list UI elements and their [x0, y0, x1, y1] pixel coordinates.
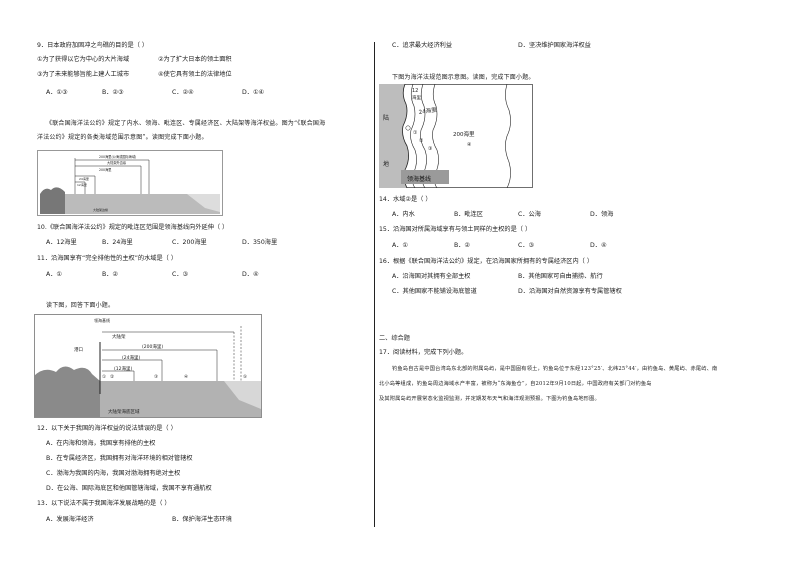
q16-stem: 16．根据《联合国海洋法公约》规定，在沿海国家所拥有的专属经济区内（ ） — [379, 258, 594, 265]
fig3-land-1: 陆 — [383, 114, 389, 122]
q16-choice-c: C．其他国家不能铺设海底管道 — [392, 288, 477, 295]
q14-choice-b: B．毗连区 — [454, 211, 483, 218]
fig3-12: 12 — [412, 88, 418, 94]
q17-passage-line-2: 北小岛等组成，钓鱼岛周边海域水产丰富，被称为“东海鱼仓”，自2012年9月10日… — [379, 381, 652, 387]
fig1-label-200: 200海里 — [99, 167, 112, 172]
q14-choice-a: A．内水 — [392, 211, 415, 218]
q10-choice-c: C．200海里 — [172, 239, 207, 246]
fig2-mark-5: ⑤ — [243, 374, 247, 380]
passage-1-line-1: 《联合国海洋法公约》规定了内水、领海、毗连区、专属经济区、大陆架等海洋权益。图为… — [46, 120, 326, 127]
fig2-bottom: 大陆架海底区域 — [108, 408, 140, 415]
fig2-24: (24海里) — [122, 354, 140, 361]
sea-zones-diagram: 200海里(公海或国际海域) 大陆架外边缘 200海里 24海里 12海里 大陆… — [37, 150, 223, 216]
q9-option-2: ②为了扩大日本的领土面积 — [158, 56, 232, 63]
q10-choice-b: B．24海里 — [102, 239, 133, 246]
q12-stem: 12．以下关于我国的海洋权益的说法错误的是（ ） — [37, 425, 177, 432]
q9-choice-a: A．①③ — [46, 89, 68, 96]
q14-stem: 14．水域②是（ ） — [379, 196, 432, 203]
q10-choice-a: A．12海里 — [46, 239, 77, 246]
q17-stem: 17．阅读材料，完成下列小题。 — [379, 349, 468, 356]
q13-choice-c: C．追求最大经济利益 — [392, 42, 453, 49]
q12-choice-a: A．在内海和领海，我国享有排他的主权 — [46, 440, 156, 447]
fig1-label-base: 大陆架边缘 — [93, 207, 108, 212]
fig2-mark-1: ① — [102, 374, 106, 380]
column-divider — [374, 42, 375, 527]
q13-choice-d: D．坚决维护国家海洋权益 — [518, 42, 591, 49]
q9-choice-b: B．②③ — [102, 89, 124, 96]
fig1-label-12: 12海里 — [77, 182, 87, 187]
q9-stem: 9．日本政府加固冲之鸟礁的目的是（ ） — [37, 42, 149, 49]
fig3-land-2: 地 — [383, 160, 389, 168]
q16-choice-b: B．其他国家可自由捕捞、航行 — [518, 273, 603, 280]
q15-choice-a: A．① — [392, 242, 408, 249]
q13-stem: 13．以下说法不属于我国海洋发展战略的是（ ） — [37, 500, 171, 507]
q16-choice-d: D．沿海国对自然资源享有专属管辖权 — [518, 288, 622, 295]
fig2-shelf: 大陆架 — [112, 333, 126, 340]
q14-choice-c: C．公海 — [518, 211, 541, 218]
fig2-port: 港口 — [74, 346, 83, 353]
q17-passage-line-1: 钓鱼岛自古是中国台湾岛东北部的附属岛屿，是中国固有领土，钓鱼岛位于东经123°2… — [392, 366, 718, 372]
q12-choice-d: D．在公海、国际海底区和他国管辖海域，我国不享有通航权 — [46, 485, 212, 492]
fig2-200: (200海里) — [142, 343, 163, 350]
q13-choice-b: B．保护海洋生态环境 — [172, 516, 232, 523]
section-2-heading: 二、综合题 — [379, 335, 410, 342]
fig3-200: 200海里 — [453, 130, 475, 138]
q11-choice-b: B．② — [102, 271, 118, 278]
maritime-zones-cross-section: 领海基线 港口 大陆架 (200海里) (24海里) (12海里) ① ② ③ … — [34, 314, 262, 418]
q9-choice-c: C．②④ — [172, 89, 194, 96]
fig3-24: 24海里 — [418, 105, 437, 115]
q12-choice-b: B．在专属经济区，我国拥有对海洋环境的相对管辖权 — [46, 455, 193, 462]
fig2-baseline-label: 领海基线 — [94, 317, 110, 323]
fig3-c1: ① — [413, 130, 418, 136]
fig2-12: (12海里) — [114, 365, 132, 372]
q14-choice-d: D．领海 — [590, 211, 614, 218]
fig2-mark-2: ② — [110, 374, 114, 380]
fig1-label-24: 24海里 — [79, 176, 89, 181]
q11-choice-a: A．① — [46, 271, 62, 278]
fig3-c2: ② — [419, 138, 424, 144]
q15-choice-b: B．② — [454, 242, 470, 249]
q10-choice-d: D．350海里 — [242, 239, 278, 246]
q17-passage-line-3: 及其附属岛屿开展常态化监视监测，并定期发布天气和海洋观测预报。下图为钓鱼岛地形图… — [379, 396, 600, 402]
fig3-12-unit: 海里 — [412, 94, 421, 101]
q9-option-3: ③为了未来能够旨能上建人工城市 — [37, 71, 130, 78]
q9-option-1: ①为了获得以它为中心的大片海域 — [37, 56, 130, 63]
passage-1-line-2: 洋法公约》规定的各类海域范围示意图”。读图完成下面小题。 — [37, 134, 208, 141]
q15-choice-d: D．④ — [590, 242, 607, 249]
fig2-mark-4: ④ — [184, 374, 188, 380]
q10-stem: 10.《联合国海洋法公约》规定的毗连区范围是领海基线向外延伸（ ） — [37, 224, 229, 231]
q11-choice-c: C．③ — [172, 271, 189, 278]
fig3-c4: ④ — [467, 142, 472, 148]
intro-2: 读下图，回答下面小题。 — [46, 302, 115, 309]
fig2-mark-3: ③ — [154, 374, 158, 380]
sea-zone-map: 12 海里 24海里 200海里 ① ② ③ ④ 陆 地 领海基线 — [379, 84, 533, 188]
q15-stem: 15．沿海国对所属海域享有与领土同样的主权的是（ ） — [379, 226, 532, 233]
q11-choice-d: D．④ — [242, 271, 259, 278]
fig3-baseline: 领海基线 — [407, 175, 431, 183]
q16-choice-a: A．沿海国对其拥有全部主权 — [392, 273, 471, 280]
fig1-label-shelf-edge: 大陆架外边缘 — [107, 160, 127, 165]
q11-stem: 11．沿海国享有“完全排他性的主权”的水域是（ ） — [37, 255, 178, 262]
q13-choice-a: A．发展海洋经济 — [46, 516, 94, 523]
q9-choice-d: D．①④ — [242, 89, 265, 96]
q12-choice-c: C．渤海为我国的内海，我国对渤海拥有绝对主权 — [46, 470, 181, 477]
q9-option-4: ④使它具有领土的法律地位 — [158, 71, 232, 78]
fig2-baseline-text: 领海基线 — [94, 317, 110, 323]
intro-3: 下图为海洋法规范图示意图。读图，完成下面小题。 — [392, 74, 535, 81]
fig1-label-top: 200海里(公海或国际海域) — [99, 154, 136, 159]
fig3-c3: ③ — [428, 146, 432, 152]
q15-choice-c: C．③ — [518, 242, 535, 249]
